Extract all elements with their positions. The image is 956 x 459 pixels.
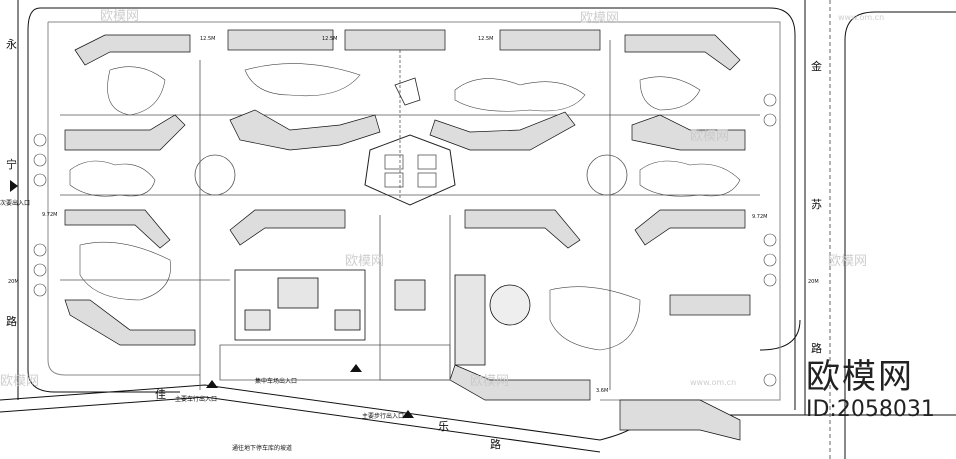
- watermark-text: 欧模网: [0, 374, 39, 389]
- landscape-trees: [33, 63, 777, 387]
- brand-block: 欧模网 ID:2058031: [806, 357, 935, 422]
- watermark-site: www.om.cn: [690, 378, 736, 387]
- watermark-site: www.om.cn: [838, 13, 884, 22]
- road-label-left-3: 路: [6, 315, 17, 328]
- watermark-text: 欧模网: [828, 254, 867, 269]
- watermark-text: 欧模网: [100, 9, 139, 24]
- brand-name: 欧模网: [806, 357, 914, 397]
- watermark-text: 欧模网: [470, 374, 509, 389]
- road-label-bottom-2: 乐: [438, 420, 449, 433]
- road-label-right-2: 苏: [811, 198, 822, 211]
- label-underground-ramp: 通往地下停车库的坡道: [232, 444, 292, 452]
- dim-label: 12.5M: [322, 36, 337, 42]
- watermarks: 欧模网 欧模网 欧模网 欧模网 欧模网 欧模网 欧模网 www.om.cn ww…: [0, 9, 884, 389]
- dim-label: 3.6M: [596, 388, 608, 394]
- dim-label: 12.5M: [478, 36, 493, 42]
- watermark-text: 欧模网: [690, 129, 729, 144]
- label-garage-entrance: 集中车场出入口: [255, 377, 297, 385]
- entrance-markers: [10, 180, 414, 418]
- road-label-left-1: 永: [6, 37, 17, 51]
- dim-label: 9.72M: [752, 214, 767, 220]
- dim-label: 20M: [808, 279, 819, 285]
- label-secondary-entrance: 次要出入口: [0, 199, 30, 207]
- road-label-bottom-3: 路: [490, 438, 501, 451]
- road-label-left-2: 宁: [6, 157, 17, 171]
- residential-buildings: [64, 29, 751, 441]
- road-label-right-1: 金: [811, 59, 822, 73]
- road-label-bottom-1: 佳: [155, 387, 166, 401]
- watermark-text: 欧模网: [345, 254, 384, 269]
- model-id: ID:2058031: [806, 396, 935, 422]
- road-label-right-3: 路: [811, 342, 822, 355]
- dim-label: 12.5M: [200, 36, 215, 42]
- watermark-text: 欧模网: [580, 11, 619, 26]
- dim-label: 20M: [8, 279, 19, 285]
- label-main-vehicle-entrance: 主要车行出入口: [175, 395, 217, 403]
- label-main-pedestrian-entrance: 主要步行出入口: [362, 412, 404, 420]
- internal-roads: [60, 40, 760, 390]
- dim-label: 9.72M: [42, 212, 57, 218]
- clubhouse-blocks: [219, 215, 531, 381]
